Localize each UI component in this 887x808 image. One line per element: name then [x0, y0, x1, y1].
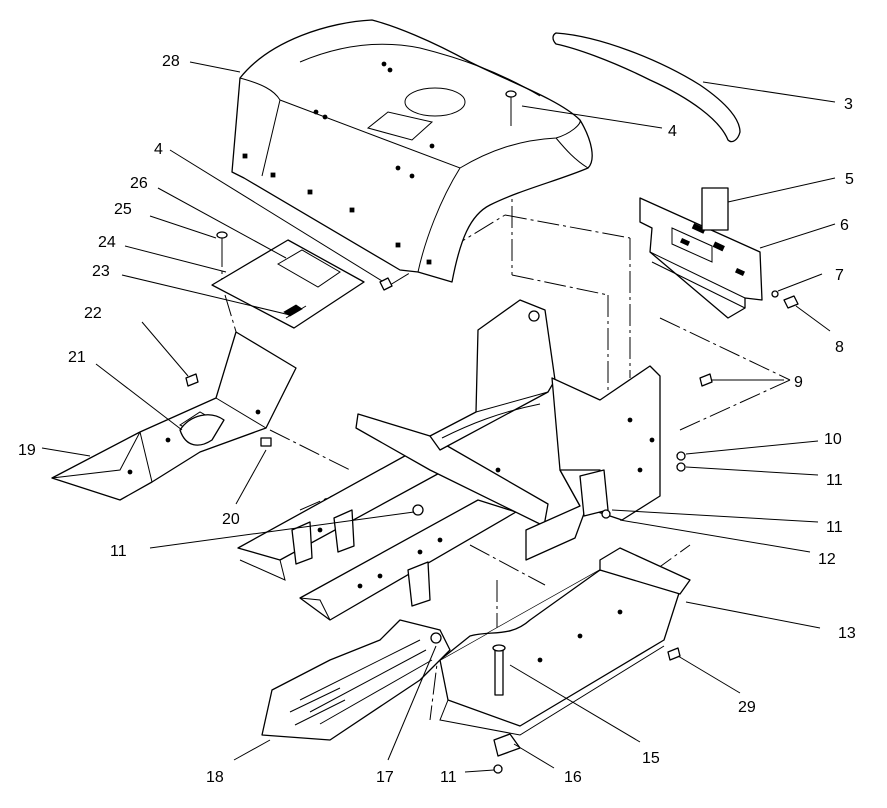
- callout-12: 12: [818, 551, 836, 568]
- callout-8: 8: [835, 339, 844, 356]
- hood-screw-top: [505, 90, 517, 126]
- callout-22: 22: [84, 305, 102, 322]
- callout-labels: 28 3 4 4 26 25 24 23 5 6 7 8 22 21 19 20…: [18, 53, 856, 786]
- callout-3: 3: [844, 96, 853, 113]
- hood-screw-left: [379, 277, 393, 291]
- hood-trim-strip: [552, 32, 741, 143]
- dash-panel: [639, 197, 763, 319]
- hardware-items: [493, 373, 713, 774]
- dash-hardware: [771, 290, 799, 309]
- callout-24: 24: [98, 234, 116, 251]
- left-footrest-side: [51, 331, 297, 501]
- callout-16: 16: [564, 769, 582, 786]
- callout-13: 13: [838, 625, 856, 642]
- callout-6: 6: [840, 217, 849, 234]
- callout-23: 23: [92, 263, 110, 280]
- callout-11-right: 11: [826, 472, 843, 489]
- callout-20: 20: [222, 511, 240, 528]
- callout-11-bottom: 11: [440, 769, 457, 786]
- callout-26: 26: [130, 175, 148, 192]
- callout-29: 29: [738, 699, 756, 716]
- footrest-mat: [261, 619, 451, 741]
- callout-21: 21: [68, 349, 86, 366]
- decal: [701, 187, 729, 231]
- hood-panel: [231, 19, 593, 283]
- leader-lines: [41, 61, 836, 773]
- callout-25: 25: [114, 201, 132, 218]
- seat-support-frame: [355, 299, 661, 561]
- callout-10: 10: [824, 431, 842, 448]
- access-cover: [211, 231, 365, 329]
- callout-11-left: 11: [110, 543, 127, 560]
- callout-18: 18: [206, 769, 224, 786]
- callout-5: 5: [845, 171, 854, 188]
- callout-9: 9: [794, 374, 803, 391]
- main-frame: [237, 451, 517, 621]
- callout-15: 15: [642, 750, 660, 767]
- callout-11-mid: 11: [826, 519, 843, 536]
- callout-4-left: 4: [154, 141, 163, 158]
- callout-17: 17: [376, 769, 394, 786]
- callout-7: 7: [835, 267, 844, 284]
- callout-19: 19: [18, 442, 36, 459]
- floor-pan: [439, 547, 691, 736]
- callout-4-top: 4: [668, 123, 677, 140]
- callout-28: 28: [162, 53, 180, 70]
